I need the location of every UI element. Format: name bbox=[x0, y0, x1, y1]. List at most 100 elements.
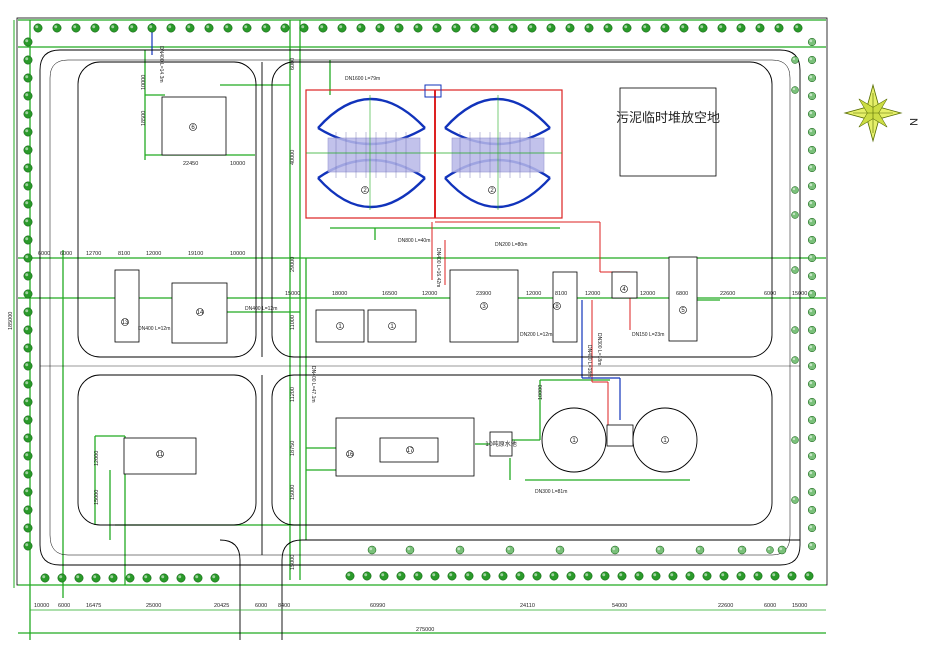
svg-text:6000: 6000 bbox=[255, 603, 267, 609]
tree-highlight bbox=[551, 573, 555, 577]
tree-icon bbox=[549, 571, 559, 581]
tree-highlight bbox=[206, 25, 210, 29]
tree-icon bbox=[90, 23, 100, 33]
svg-text:4: 4 bbox=[622, 287, 626, 293]
tree-highlight bbox=[567, 25, 571, 29]
svg-text:DN200 L=12m: DN200 L=12m bbox=[520, 332, 552, 338]
svg-text:17: 17 bbox=[407, 448, 414, 454]
tree-icon bbox=[23, 145, 33, 155]
tree-icon bbox=[508, 23, 518, 33]
tree-highlight bbox=[25, 309, 29, 313]
tree-highlight bbox=[320, 25, 324, 29]
tree-highlight bbox=[755, 573, 759, 577]
tree-icon bbox=[261, 23, 271, 33]
reactor-complex bbox=[305, 84, 563, 219]
svg-text:12000: 12000 bbox=[146, 251, 161, 257]
tree-highlight bbox=[687, 573, 691, 577]
tree-icon bbox=[804, 571, 814, 581]
svg-text:24110: 24110 bbox=[520, 603, 535, 609]
tree-icon bbox=[774, 23, 784, 33]
tree-highlight bbox=[25, 381, 29, 385]
tree-icon bbox=[755, 23, 765, 33]
tree-icon bbox=[176, 573, 186, 583]
tree-highlight bbox=[809, 165, 813, 169]
tree-highlight bbox=[809, 255, 813, 259]
tree-highlight bbox=[25, 165, 29, 169]
tree-highlight bbox=[161, 575, 165, 579]
tree-icon bbox=[23, 217, 33, 227]
tree-highlight bbox=[25, 471, 29, 475]
tree-icon bbox=[379, 571, 389, 581]
svg-text:15000: 15000 bbox=[792, 291, 807, 297]
tree-highlight bbox=[59, 575, 63, 579]
tree-highlight bbox=[347, 573, 351, 577]
tree-icon bbox=[770, 571, 780, 581]
tree-icon bbox=[430, 571, 440, 581]
tree-icon bbox=[807, 379, 817, 389]
tree-icon bbox=[736, 23, 746, 33]
svg-text:6000: 6000 bbox=[58, 603, 70, 609]
svg-text:14: 14 bbox=[197, 310, 204, 316]
tree-icon bbox=[807, 235, 817, 245]
tree-icon bbox=[807, 271, 817, 281]
tree-icon bbox=[71, 23, 81, 33]
tree-icon bbox=[695, 545, 705, 555]
tree-highlight bbox=[25, 93, 29, 97]
tree-highlight bbox=[25, 201, 29, 205]
tree-icon bbox=[807, 307, 817, 317]
tree-icon bbox=[685, 571, 695, 581]
tree-highlight bbox=[653, 573, 657, 577]
tree-icon bbox=[807, 361, 817, 371]
tree-highlight bbox=[605, 25, 609, 29]
tree-icon bbox=[23, 505, 33, 515]
tree-icon bbox=[23, 433, 33, 443]
tree-highlight bbox=[568, 573, 572, 577]
tree-icon bbox=[204, 23, 214, 33]
tree-highlight bbox=[809, 309, 813, 313]
tree-highlight bbox=[507, 547, 511, 551]
svg-text:18000: 18000 bbox=[332, 291, 347, 297]
tree-highlight bbox=[738, 573, 742, 577]
tree-highlight bbox=[809, 39, 813, 43]
tree-highlight bbox=[612, 547, 616, 551]
tree-icon bbox=[318, 23, 328, 33]
tree-icon bbox=[584, 23, 594, 33]
tree-highlight bbox=[809, 219, 813, 223]
tree-highlight bbox=[73, 25, 77, 29]
tree-icon bbox=[753, 571, 763, 581]
tree-highlight bbox=[510, 25, 514, 29]
tree-highlight bbox=[700, 25, 704, 29]
svg-text:16: 16 bbox=[347, 452, 354, 458]
tree-icon bbox=[147, 23, 157, 33]
svg-text:13: 13 bbox=[122, 320, 129, 326]
tree-highlight bbox=[809, 147, 813, 151]
tree-icon bbox=[660, 23, 670, 33]
tree-highlight bbox=[792, 57, 796, 61]
svg-text:DN800 L=40m: DN800 L=40m bbox=[398, 238, 430, 244]
north-arrow-icon bbox=[843, 83, 903, 143]
tree-highlight bbox=[25, 507, 29, 511]
tree-highlight bbox=[225, 25, 229, 29]
svg-text:15000: 15000 bbox=[94, 490, 100, 505]
unit-markers bbox=[121, 123, 687, 458]
tree-highlight bbox=[178, 575, 182, 579]
svg-text:8: 8 bbox=[555, 304, 559, 310]
tree-highlight bbox=[585, 573, 589, 577]
tree-highlight bbox=[792, 497, 796, 501]
tree-icon bbox=[807, 397, 817, 407]
tree-icon bbox=[736, 571, 746, 581]
tree-icon bbox=[375, 23, 385, 33]
svg-text:11: 11 bbox=[157, 452, 164, 458]
tree-highlight bbox=[263, 25, 267, 29]
tree-highlight bbox=[25, 291, 29, 295]
svg-text:1: 1 bbox=[572, 438, 576, 444]
tree-highlight bbox=[449, 573, 453, 577]
svg-text:11000: 11000 bbox=[290, 315, 296, 330]
tree-icon bbox=[787, 571, 797, 581]
tree-icon bbox=[23, 361, 33, 371]
svg-text:60990: 60990 bbox=[370, 603, 385, 609]
tree-icon bbox=[40, 573, 50, 583]
tree-icon bbox=[337, 23, 347, 33]
tree-highlight bbox=[483, 573, 487, 577]
tree-highlight bbox=[457, 547, 461, 551]
